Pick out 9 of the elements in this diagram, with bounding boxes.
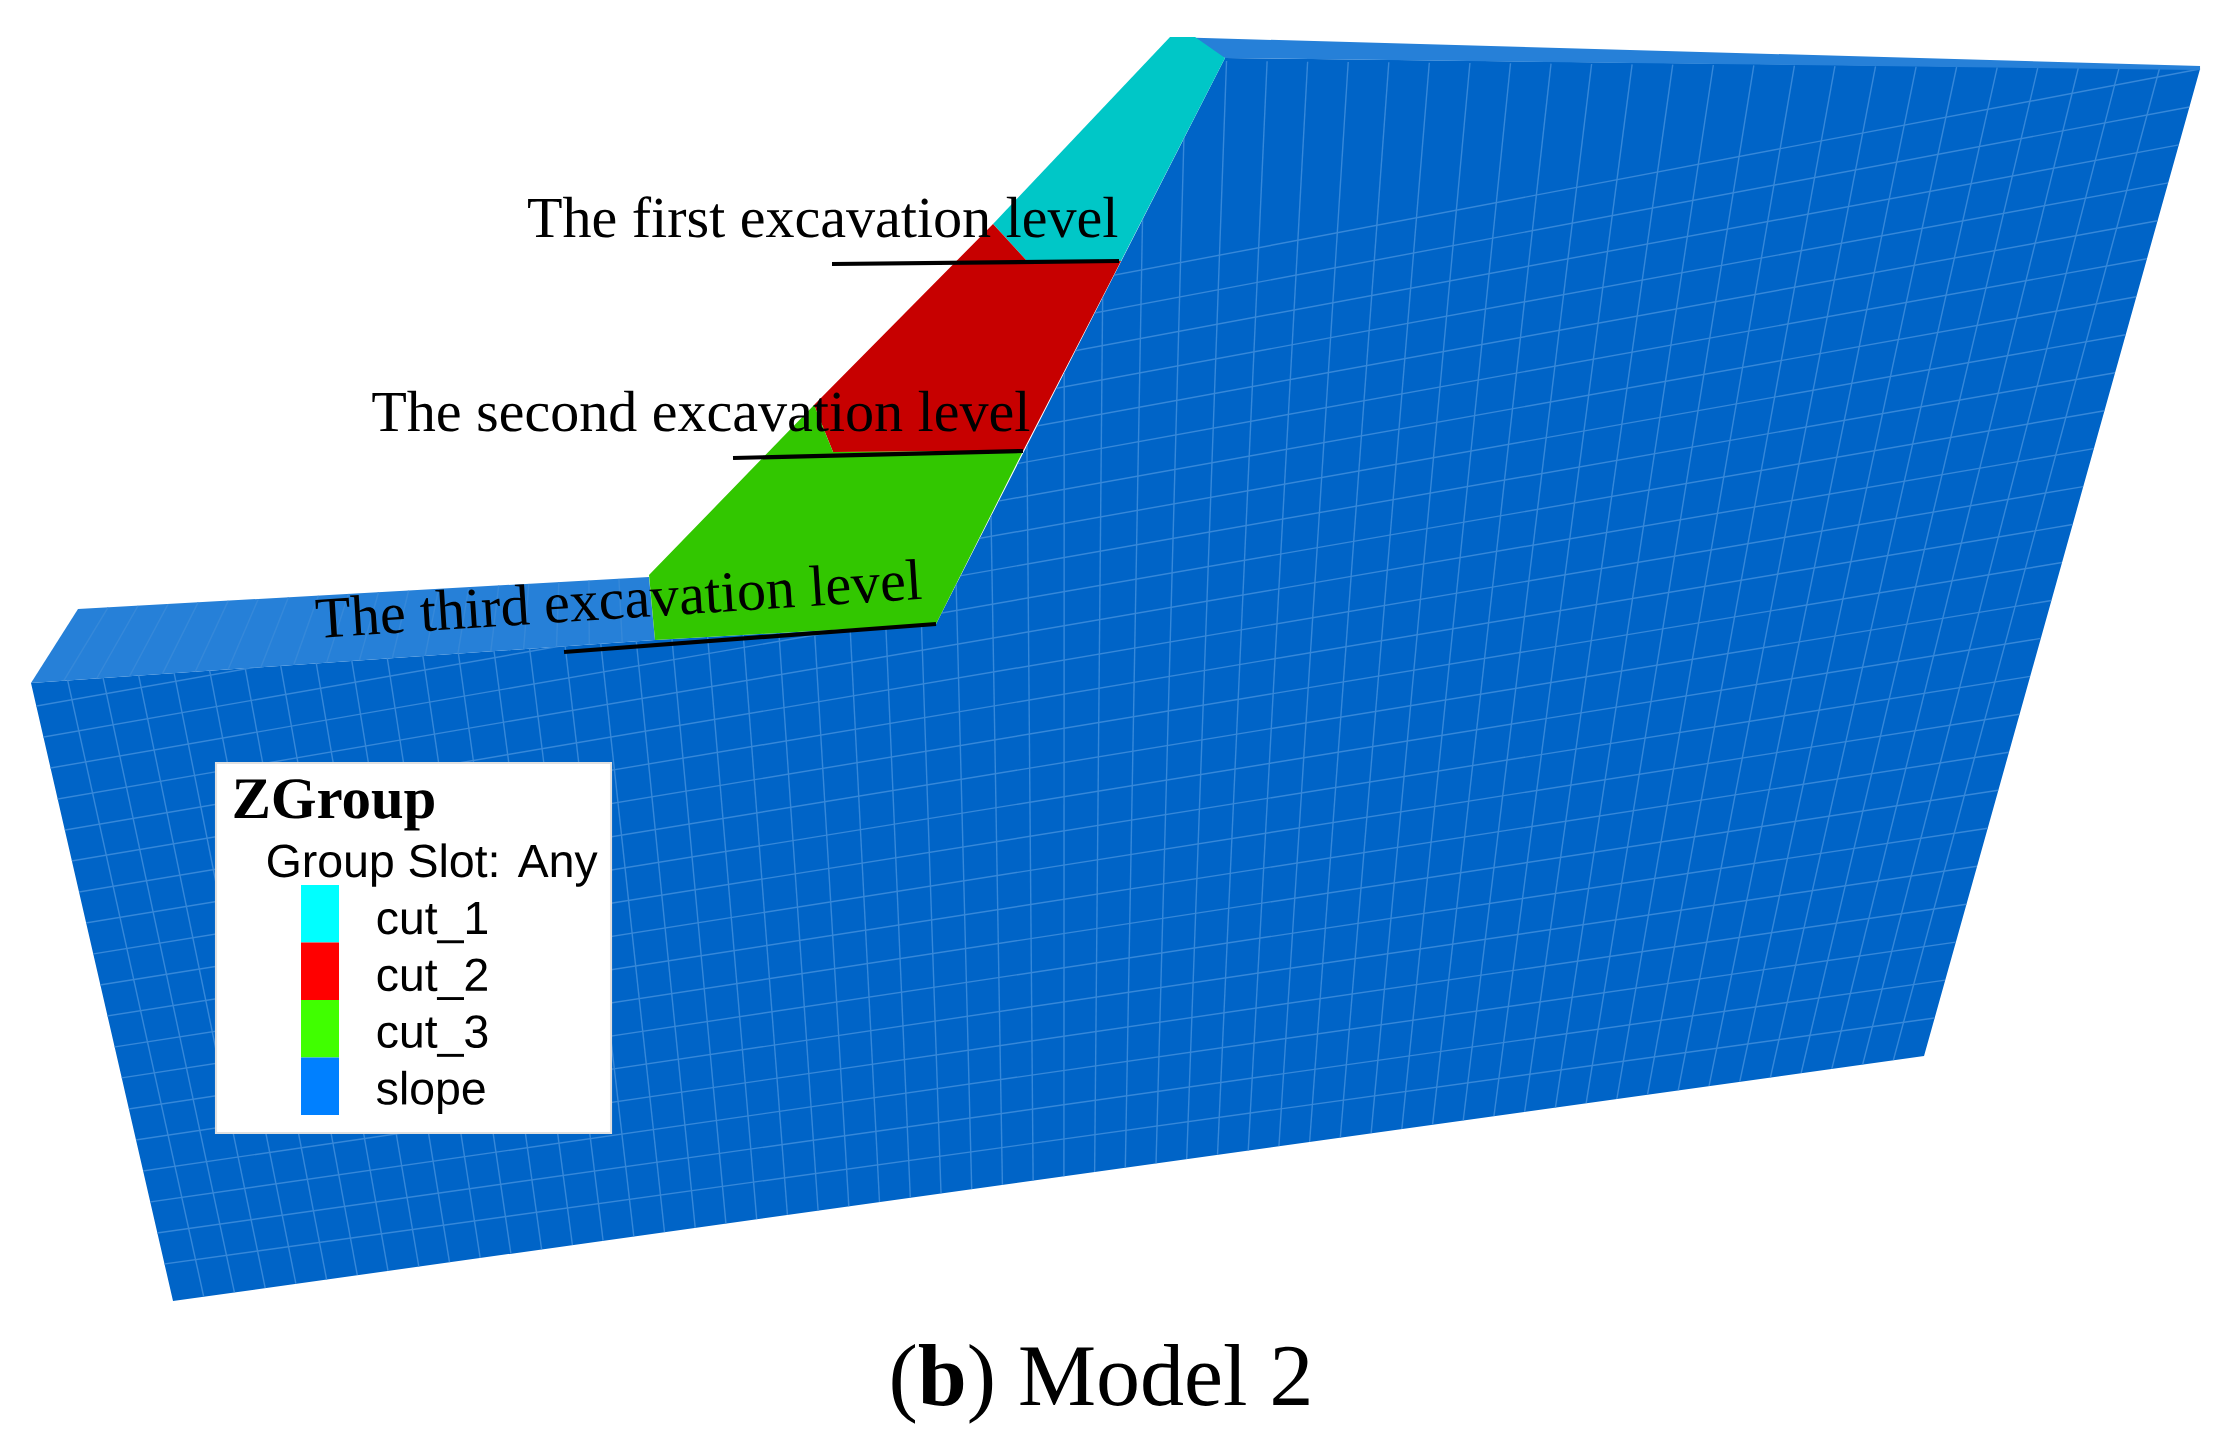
legend-label: slope (377, 1070, 485, 1115)
legend-label: cut_2 (377, 958, 487, 1001)
legend-subtitle: Group Slot: Any (268, 843, 598, 887)
legend-label: cut_3 (377, 1015, 488, 1057)
level-label: The first excavation level (528, 196, 1118, 238)
level-label: The third excavation level (315, 559, 922, 638)
caption: (b) Model 2 (892, 1344, 1309, 1424)
legend-title: ZGroup (234, 779, 434, 831)
legend-label: cut_1 (377, 902, 487, 944)
